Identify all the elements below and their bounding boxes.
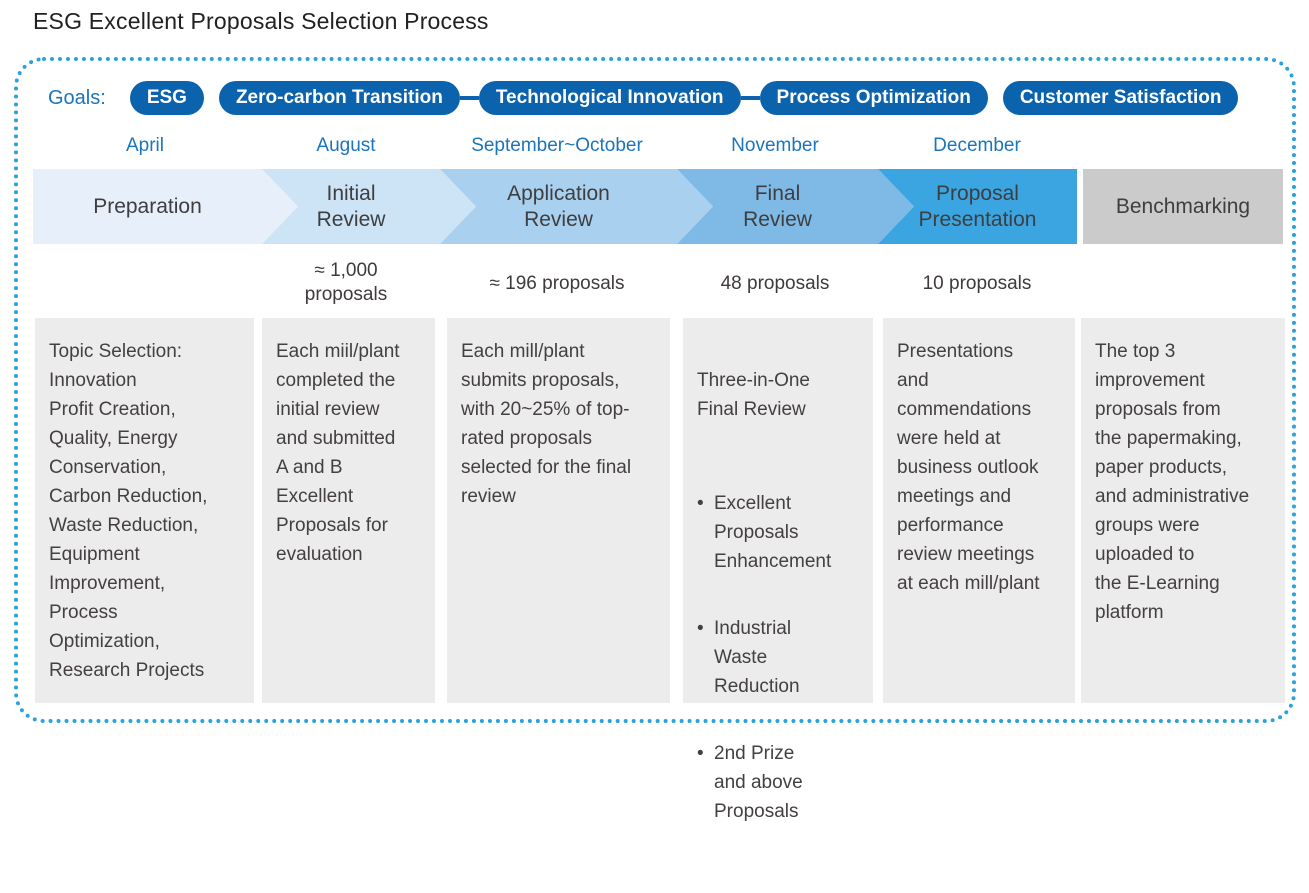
final-review-bullet-list: Excellent Proposals Enhancement Industri… bbox=[697, 460, 863, 864]
bullet-industrial-waste: Industrial Waste Reduction bbox=[697, 614, 863, 701]
goal-pill-esg: ESG bbox=[129, 81, 204, 115]
goal-pill-customer-satisfaction: Customer Satisfaction bbox=[1002, 81, 1239, 115]
detail-final-review: Three-in-One Final Review Excellent Prop… bbox=[683, 318, 873, 822]
stage-preparation: Preparation bbox=[33, 169, 298, 244]
goal-pill-tech-innovation: Technological Innovation bbox=[478, 81, 741, 115]
timeline: April August September~October November … bbox=[33, 61, 1285, 822]
goal-connector bbox=[740, 96, 760, 100]
detail-initial-review: Each miil/plant completed the initial re… bbox=[262, 318, 435, 703]
month-december: December bbox=[933, 135, 1021, 156]
month-april: April bbox=[125, 135, 165, 156]
count-final-review: 48 proposals bbox=[720, 273, 830, 294]
detail-preparation: Topic Selection: Innovation Profit Creat… bbox=[35, 318, 254, 703]
dotted-border-frame: Goals: ESG Zero-carbon Transition Techno… bbox=[14, 57, 1296, 822]
final-review-heading: Three-in-One Final Review bbox=[697, 370, 810, 420]
bullet-excellent-proposals: Excellent Proposals Enhancement bbox=[697, 489, 863, 576]
count-proposal-presentation: 10 proposals bbox=[922, 273, 1032, 294]
page-title: ESG Excellent Proposals Selection Proces… bbox=[33, 8, 489, 34]
goal-connector bbox=[459, 96, 479, 100]
stage-bar: Preparation Initial Review Application R… bbox=[33, 169, 1283, 244]
detail-application-review: Each mill/plant submits proposals, with … bbox=[447, 318, 670, 703]
goal-pill-zero-carbon: Zero-carbon Transition bbox=[218, 81, 460, 115]
bullet-2nd-prize: 2nd Prize and above Proposals bbox=[697, 739, 863, 826]
detail-columns: Topic Selection: Innovation Profit Creat… bbox=[33, 318, 1285, 822]
month-august: August bbox=[316, 135, 376, 156]
detail-benchmarking: The top 3 improvement proposals from the… bbox=[1081, 318, 1285, 703]
stage-final-review: Final Review bbox=[677, 169, 914, 244]
goals-label: Goals: bbox=[48, 86, 106, 109]
count-application-review: ≈ 196 proposals bbox=[489, 273, 625, 294]
proposal-counts-row: ≈ 1,000 proposals ≈ 196 proposals 48 pro… bbox=[33, 257, 1283, 313]
stage-application-review: Application Review bbox=[440, 169, 713, 244]
stage-benchmarking: Benchmarking bbox=[1083, 169, 1283, 244]
month-november: November bbox=[731, 135, 819, 156]
count-initial-review: ≈ 1,000 proposals bbox=[304, 260, 388, 305]
goal-pill-process-optimization: Process Optimization bbox=[759, 81, 988, 115]
detail-proposal-presentation: Presentations and commendations were hel… bbox=[883, 318, 1075, 703]
goals-row: Goals: ESG Zero-carbon Transition Techno… bbox=[48, 81, 1239, 115]
month-september-october: September~October bbox=[471, 135, 643, 156]
